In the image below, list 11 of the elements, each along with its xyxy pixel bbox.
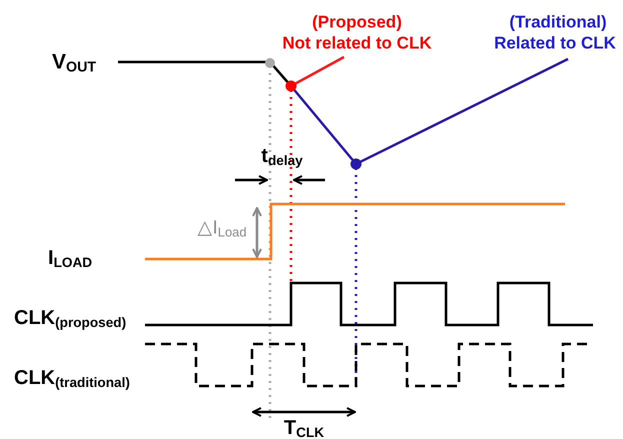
annotation-text: Not related to CLK bbox=[282, 34, 432, 52]
dimension-label: T$_{CLK}$ bbox=[284, 418, 324, 438]
annotation-text: (Traditional) bbox=[509, 14, 607, 30]
signal-name: CLK$_{(proposed)}$ bbox=[14, 308, 126, 328]
dimension-label: △I$_{Load}$ bbox=[198, 218, 246, 238]
dimension-label: t$_{delay}$ bbox=[261, 146, 303, 166]
annotation-text: (Proposed) bbox=[312, 14, 402, 30]
signal-name: I$_{LOAD}$ bbox=[48, 248, 92, 268]
signal-name: V$_{OUT}$ bbox=[52, 52, 96, 72]
signal-name: CLK$_{(traditional)}$ bbox=[14, 368, 130, 388]
annotation-text: Related to CLK bbox=[494, 34, 616, 52]
